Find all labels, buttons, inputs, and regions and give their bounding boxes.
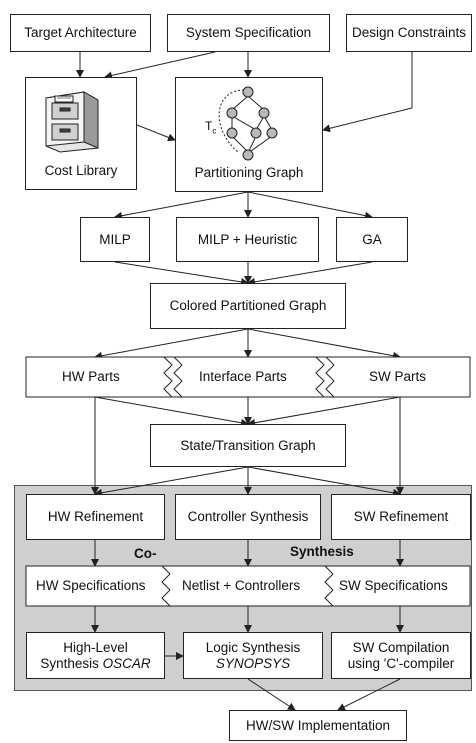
partitioning-graph-label: Partitioning Graph [194, 165, 304, 180]
milp-heuristic-label: MILP + Heuristic [197, 231, 298, 247]
controller-synthesis-label: Controller Synthesis [187, 509, 309, 524]
logic-synthesis-line1: Logic Synthesis [205, 639, 301, 655]
zigzag-separator-1 [163, 356, 173, 398]
arrow-constraints-to-pgraph-2 [322, 107, 413, 133]
hw-sw-implementation-box: HW/SW Implementation [229, 710, 407, 741]
hw-specifications-label: HW Specifications [36, 578, 146, 593]
sw-compilation-box: SW Compilation using 'C'-compiler [331, 632, 471, 679]
arrow-logic-to-impl [247, 678, 296, 711]
milp-label: MILP [99, 231, 131, 247]
target-architecture-label: Target Architecture [24, 25, 137, 40]
zigzag-separator-5 [161, 565, 171, 607]
ga-box: GA [336, 217, 408, 262]
netlist-controllers-label: Netlist + Controllers [182, 578, 301, 593]
cosynthesis-title-left: Co- [134, 546, 157, 561]
partitioning-graph-box: Partitioning Graph [175, 77, 323, 192]
arrow-ga-to-colored [247, 261, 373, 286]
system-specification-box: System Specification [167, 14, 330, 52]
controller-synthesis-box: Controller Synthesis [175, 494, 321, 540]
cosynthesis-title-right: Synthesis [290, 544, 354, 559]
colored-partitioned-graph-label: Colored Partitioned Graph [169, 298, 327, 313]
arrow-swparts-to-state [247, 396, 401, 427]
ga-label: GA [362, 231, 382, 247]
sw-parts-label: SW Parts [369, 369, 427, 384]
arrow-state-to-hwref [94, 466, 249, 497]
milp-heuristic-box: MILP + Heuristic [176, 217, 319, 262]
oscar-tool-label: OSCAR [102, 655, 151, 671]
target-architecture-box: Target Architecture [10, 14, 151, 52]
arrow-hwparts-to-state [94, 396, 249, 427]
sw-refinement-box: SW Refinement [331, 494, 471, 540]
high-level-line2-wrap: Synthesis OSCAR [40, 656, 150, 672]
sw-specifications-label: SW Specifications [339, 578, 448, 593]
arrow-spec-to-costlib [104, 51, 216, 80]
arrow-state-to-swref [247, 466, 401, 497]
sw-compilation-line2: using 'C'-compiler [347, 655, 455, 671]
arrow-colored-to-hwparts [94, 328, 249, 360]
design-constraints-box: Design Constraints [346, 14, 472, 52]
zigzag-separator-4 [325, 356, 335, 398]
zigzag-separator-2 [173, 356, 183, 398]
hw-parts-label: HW Parts [62, 369, 120, 384]
system-specification-label: System Specification [185, 25, 312, 40]
hw-refinement-label: HW Refinement [47, 509, 144, 524]
hw-sw-implementation-label: HW/SW Implementation [245, 717, 391, 733]
sw-refinement-label: SW Refinement [353, 509, 449, 524]
arrow-pgraph-to-ga [247, 191, 373, 220]
tc-label: Tc [205, 119, 217, 136]
arrow-pgraph-to-milp [114, 191, 249, 220]
hw-refinement-box: HW Refinement [26, 494, 165, 540]
high-level-synthesis-box: High-Level Synthesis OSCAR [26, 632, 165, 679]
milp-box: MILP [80, 217, 150, 262]
sw-compilation-line1: SW Compilation [352, 639, 450, 655]
synopsys-tool-label: SYNOPSYS [215, 655, 291, 671]
design-constraints-label: Design Constraints [351, 25, 467, 40]
arrow-colored-to-swparts [247, 328, 401, 360]
high-level-line2: Synthesis [40, 655, 99, 671]
logic-synthesis-box: Logic Synthesis SYNOPSYS [183, 632, 323, 679]
high-level-line1: High-Level [63, 639, 128, 655]
interface-parts-label: Interface Parts [199, 369, 287, 384]
zigzag-separator-3 [315, 356, 325, 398]
state-transition-graph-label: State/Transition Graph [180, 437, 316, 453]
colored-partitioned-graph-box: Colored Partitioned Graph [150, 283, 346, 329]
arrow-milp-to-colored [114, 261, 249, 286]
arrow-costlib-to-pgraph [136, 124, 176, 142]
cost-library-label: Cost Library [44, 163, 118, 178]
arrow-swcomp-to-impl [337, 678, 401, 711]
tc-subscript: c [212, 126, 217, 136]
state-transition-graph-box: State/Transition Graph [150, 424, 346, 467]
zigzag-separator-6 [324, 565, 334, 607]
